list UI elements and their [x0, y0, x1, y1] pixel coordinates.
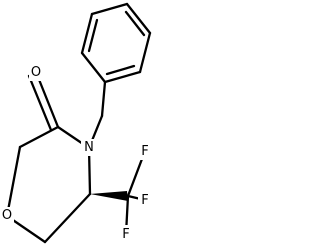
- bond-carbonyl-1: [34, 70, 60, 129]
- bond-benzene-5: [80, 12, 94, 55]
- bond-benzene-inner-3: [87, 18, 99, 53]
- atom-label-n-ring: N: [84, 140, 94, 155]
- bond-cf3-to-f-mid: [126, 194, 147, 202]
- bond-o-to-c6: [5, 214, 47, 244]
- bond-ring-to-ch2: [100, 80, 107, 118]
- bond-benzene-inner-1: [124, 10, 146, 37]
- atom-label-f-bottom: F: [122, 227, 129, 242]
- bond-benzene-4: [80, 51, 107, 84]
- bond-lines: [5, 2, 152, 244]
- atom-label-f-top: F: [141, 144, 148, 159]
- bond-cf3-to-f-top: [126, 149, 147, 198]
- bond-benzene-inner-2: [105, 64, 136, 76]
- bond-benzene-1: [125, 2, 152, 35]
- atom-label-o-ring: O: [2, 208, 12, 223]
- wedge-bond-c5-cf3: [90, 191, 128, 201]
- bond-c5-to-n: [87, 146, 92, 196]
- bond-c3-to-c2: [18, 125, 60, 149]
- atom-label-o-carbonyl: O: [31, 65, 41, 80]
- bond-benzene-6: [90, 2, 129, 16]
- bond-cf3-to-f-bottom: [124, 194, 130, 236]
- bond-carbonyl-2: [27, 74, 53, 132]
- atom-label-f-mid: F: [141, 193, 148, 208]
- bond-ch2-to-n: [87, 114, 104, 150]
- bond-benzene-3: [103, 70, 142, 84]
- bond-c2-to-o: [5, 145, 22, 218]
- molecule-structure: O N O F F F: [2, 2, 152, 244]
- bond-benzene-2: [138, 31, 152, 74]
- bond-n-to-c3: [56, 125, 91, 150]
- bond-c6-to-c5: [43, 192, 92, 244]
